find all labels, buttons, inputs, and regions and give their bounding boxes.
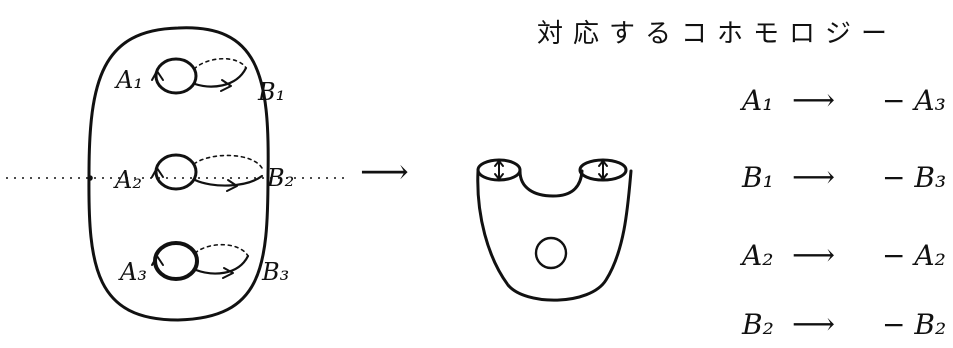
mapping-target: − A₃ xyxy=(882,84,946,117)
mapping-target: − A₂ xyxy=(882,239,946,272)
left-boundary-double-arrow xyxy=(494,160,504,180)
quotient-hole xyxy=(534,236,568,270)
b1-arrowhead xyxy=(220,79,232,92)
mapping-source: A₂ xyxy=(739,239,773,272)
b2-arrowhead xyxy=(226,179,238,192)
handle-3 xyxy=(151,241,250,281)
b2-cycle-solid xyxy=(193,174,264,187)
a2-arrowhead xyxy=(151,167,164,178)
quotient-arrow: ⟶ xyxy=(360,152,409,192)
mapping-arrow: ⟶ xyxy=(792,83,835,118)
label-b1: B₁ xyxy=(257,78,285,106)
label-a1: A₁ xyxy=(114,66,143,94)
b3-cycle-dashed xyxy=(194,243,249,257)
mapping-row-4: B₂ ⟶ − B₂ xyxy=(741,307,946,342)
genus-three-surface: A₁ B₁ A₂ B₂ A₃ B₃ xyxy=(6,26,345,322)
mapping-source: A₁ xyxy=(739,84,773,117)
label-b3: B₃ xyxy=(261,258,289,286)
mapping-row-3: A₂ ⟶ − A₂ xyxy=(739,238,946,273)
mapping-arrow: ⟶ xyxy=(792,307,835,342)
hole-2 xyxy=(154,153,198,191)
handle-2 xyxy=(151,153,264,192)
a3-arrowhead xyxy=(151,255,164,266)
quotient-surface xyxy=(476,158,633,302)
b1-cycle-solid xyxy=(193,66,248,88)
axis-point-left xyxy=(87,175,93,181)
mapping-source: B₂ xyxy=(741,308,774,341)
right-boundary-double-arrow xyxy=(598,160,608,180)
right-boundary-circle xyxy=(578,158,628,182)
left-boundary-circle xyxy=(476,158,522,182)
b3-arrowhead xyxy=(222,267,234,279)
mapping-target: − B₃ xyxy=(882,161,946,194)
surface-outline xyxy=(87,26,270,322)
mapping-arrow: ⟶ xyxy=(792,238,835,273)
b2-cycle-dashed xyxy=(193,154,263,169)
quotient-notch xyxy=(518,169,584,198)
a1-arrowhead xyxy=(151,70,164,81)
label-a2: A₂ xyxy=(113,166,142,194)
mapping-arrow: ⟶ xyxy=(792,160,835,195)
quotient-outline xyxy=(476,169,633,302)
mapping-source: B₁ xyxy=(741,161,774,194)
mapping-row-2: B₁ ⟶ − B₃ xyxy=(741,160,946,195)
mapping-list: A₁ ⟶ − A₃ B₁ ⟶ − B₃ A₂ ⟶ − A₂ B₂ ⟶ − B₂ xyxy=(739,83,946,342)
cohomology-heading: 対応するコホモロジー xyxy=(537,19,897,49)
mapping-row-1: A₁ ⟶ − A₃ xyxy=(739,83,946,118)
b3-cycle-solid xyxy=(194,254,250,275)
label-b2: B₂ xyxy=(266,164,294,192)
b1-cycle-dashed xyxy=(193,57,247,70)
mapping-target: − B₂ xyxy=(882,308,946,341)
handle-1 xyxy=(151,57,248,95)
hole-1 xyxy=(154,57,198,95)
label-a3: A₃ xyxy=(118,258,147,286)
